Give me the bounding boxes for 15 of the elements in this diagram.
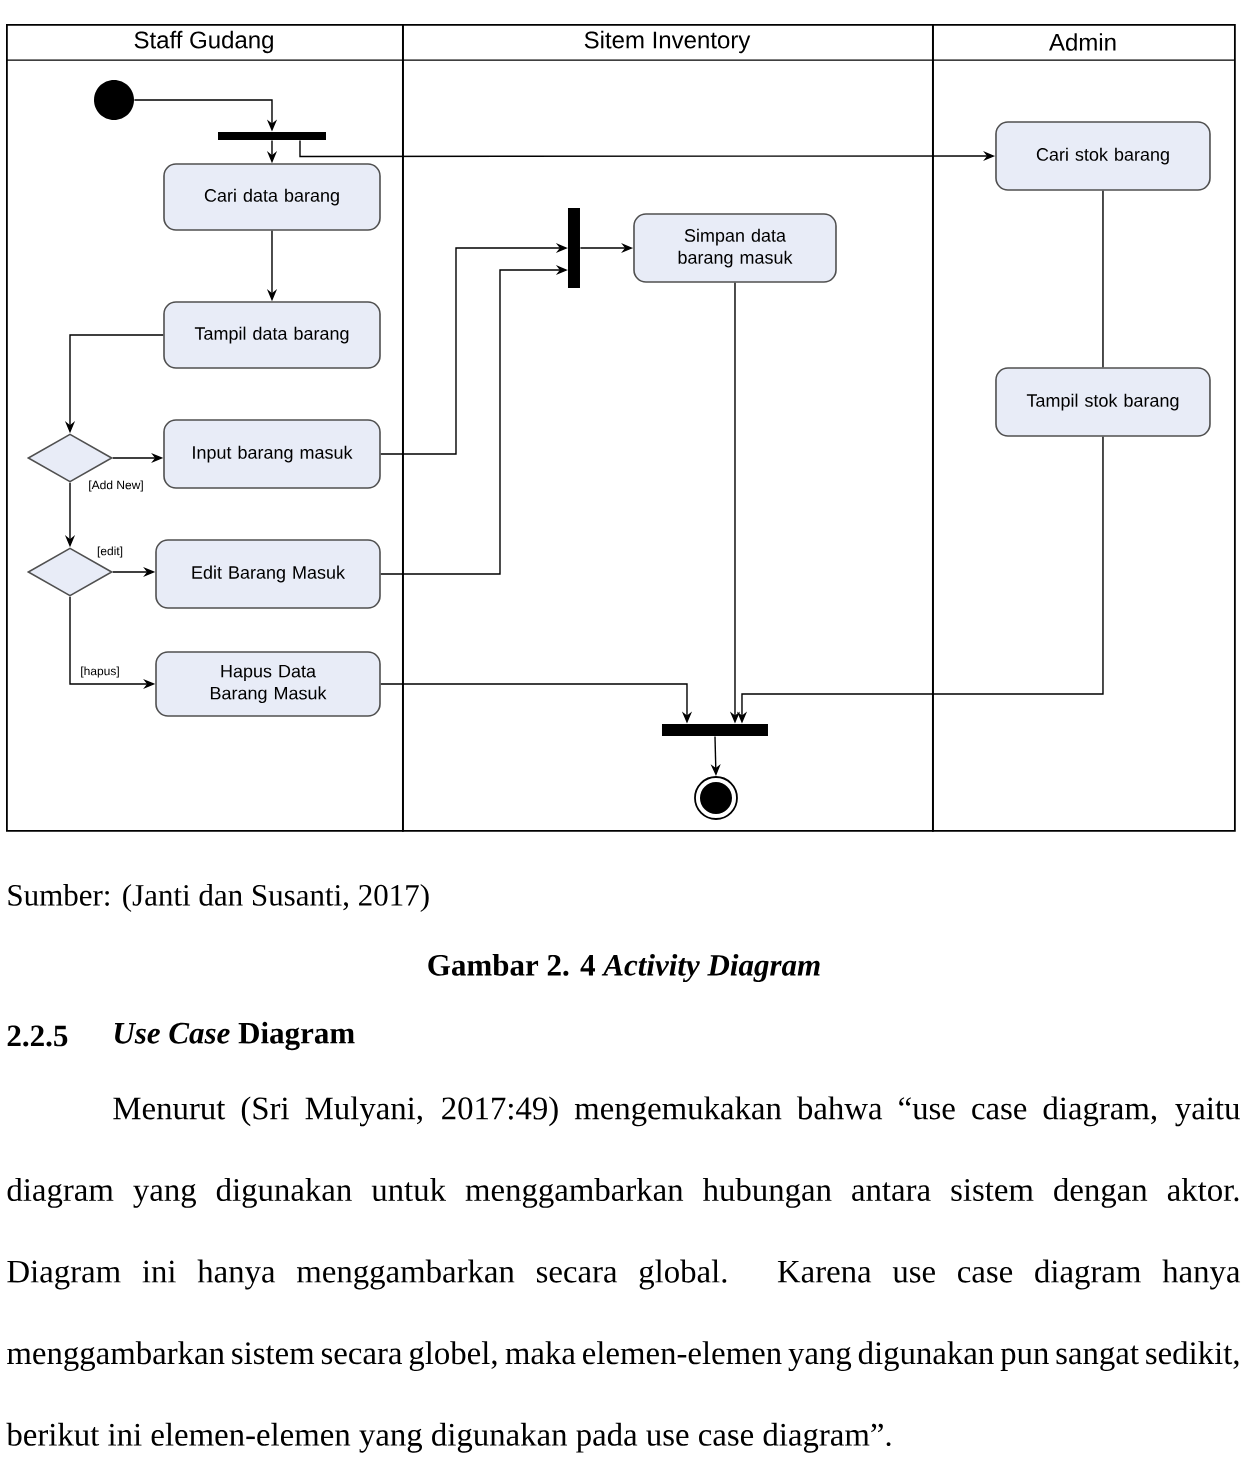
action-box: Edit Barang Masuk — [155, 539, 381, 609]
start-node — [94, 80, 134, 121]
figure-caption: Gambar 2. 4 Activity Diagram — [428, 953, 820, 983]
action-box: Cari data barang — [163, 163, 381, 231]
source-note: Sumber: (Janti dan Susanti, 2017) — [8, 883, 429, 913]
action-box: Input barang masuk — [163, 419, 381, 489]
section-number: 2.2.5 — [7, 1025, 68, 1047]
action-box: Hapus Data Barang Masuk — [155, 651, 381, 717]
action-box: Tampil stok barang — [995, 367, 1211, 437]
section-heading: Use Case Diagram — [114, 1021, 355, 1051]
action-box: Cari stok barang — [995, 121, 1211, 191]
end-node — [694, 776, 738, 820]
action-box: Tampil data barang — [163, 301, 381, 369]
action-box: Simpan data barang masuk — [633, 213, 837, 283]
paragraph: Menurut (Sri Mulyani, 2017:49) mengemukakan bahwa “use case diagram, yaitu diagram yang digunakan untuk menggambarkan hubungan antara sistem dengan aktor. Diagram ini hanya menggambarkan secara global. Karena use case diagram hanya menggambarkan sistem secara globel, maka elemen-elemen yang digunakan pun sangat sedikit, berikut ini elemen-elemen yang digunakan pada use case diagram”. — [6, 1096, 1241, 1453]
